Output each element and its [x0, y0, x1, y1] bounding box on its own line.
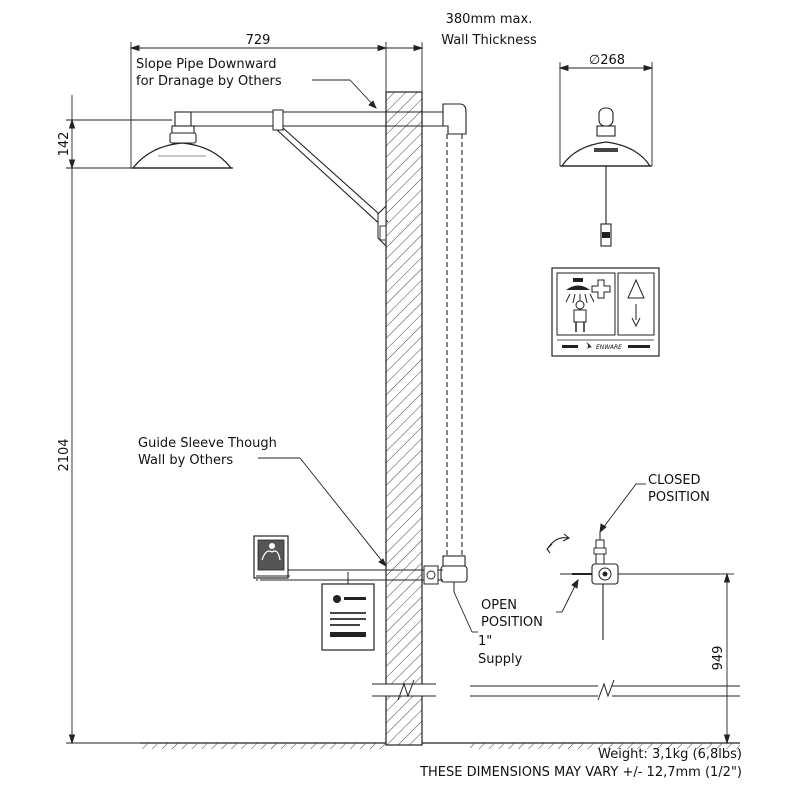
footer-weight: Weight: 3,1kg (6,8lbs) [598, 747, 742, 762]
callout-open-2: POSITION [481, 615, 543, 630]
callout-closed-1: CLOSED [648, 473, 701, 488]
sign-brand-text: ENWARE [596, 344, 622, 351]
emergency-shower-sign: ENWARE [551, 267, 660, 357]
eye-wash-unit [253, 535, 443, 585]
callout-open-1: OPEN [481, 598, 517, 613]
shower-arm [189, 103, 467, 248]
dim-valve-height: 949 [711, 646, 726, 671]
shower-head [131, 111, 233, 169]
labels: 729 380mm max. Wall Thickness ∅268 142 2… [57, 12, 742, 780]
callout-guide-sleeve-1: Guide Sleeve Though [138, 436, 277, 451]
dim-wall-thickness-caption: Wall Thickness [441, 33, 537, 48]
vertical-supply-pipe [440, 134, 468, 592]
footer-tolerance: THESE DIMENSIONS MAY VARY +/- 12,7mm (1/… [419, 765, 742, 780]
callout-supply-1: 1" [478, 634, 492, 649]
callout-guide-sleeve-2: Wall by Others [138, 453, 233, 468]
callout-closed-2: POSITION [648, 490, 710, 505]
wall-sign-main [321, 572, 375, 651]
front-view-shower-head [560, 107, 652, 247]
callout-supply-2: Supply [478, 652, 523, 667]
dim-head-height: 142 [57, 132, 72, 157]
dim-arm-length: 729 [246, 33, 271, 48]
dim-head-diameter: ∅268 [589, 53, 625, 68]
dimension-lines [66, 42, 734, 745]
dim-wall-thickness: 380mm max. [446, 12, 533, 27]
callout-slope-pipe-1: Slope Pipe Downward [136, 57, 277, 72]
wall-section [372, 91, 436, 746]
valve-detail [470, 532, 740, 701]
floor-line [140, 742, 740, 749]
dim-head-elevation: 2104 [57, 438, 72, 471]
callout-slope-pipe-2: for Dranage by Others [136, 74, 282, 89]
